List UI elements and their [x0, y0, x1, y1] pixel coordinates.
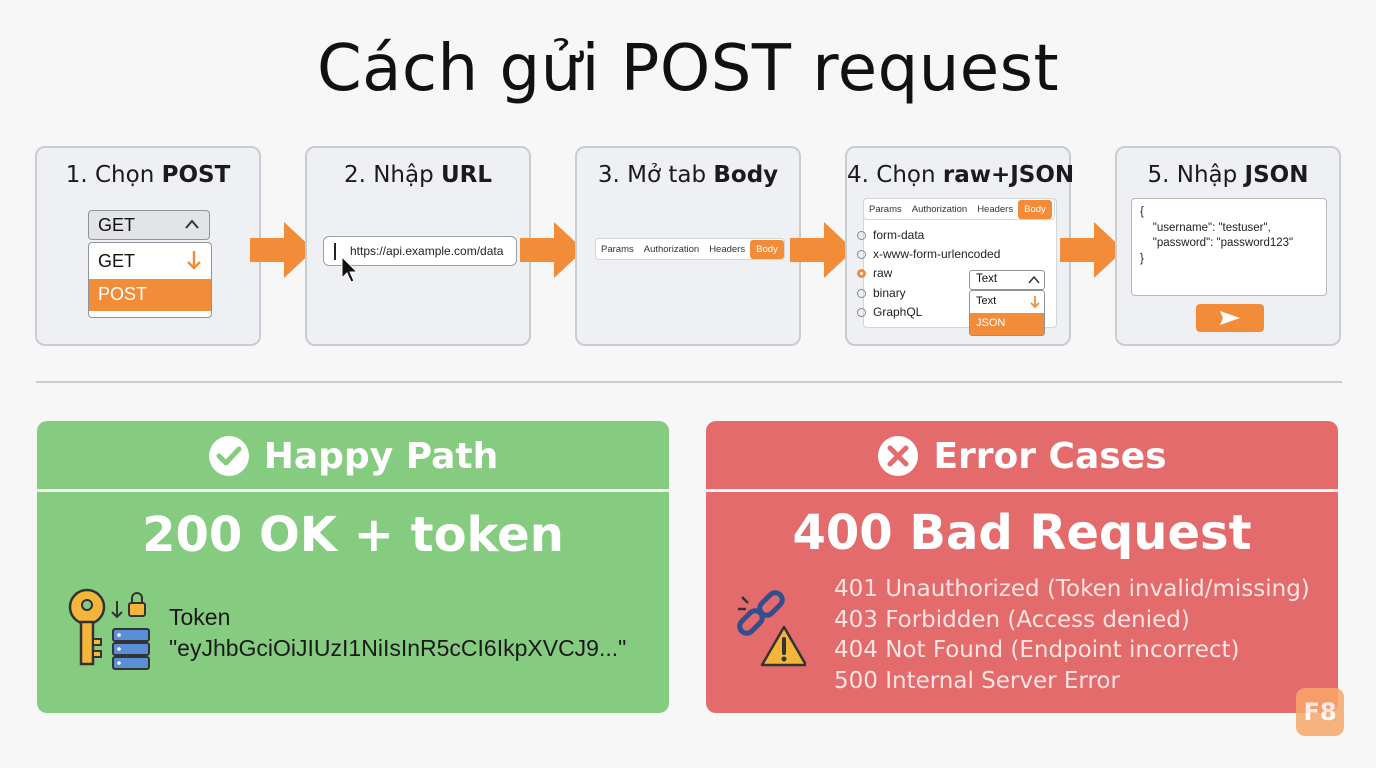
error-item: 403 Forbidden (Access denied)	[834, 606, 1190, 633]
format-option-text[interactable]: Text	[970, 291, 1044, 313]
arrow-right-icon	[790, 222, 854, 278]
check-circle-icon	[208, 436, 249, 476]
format-dropdown-list: Text JSON	[969, 290, 1045, 336]
error-cases-header: Error Cases	[706, 421, 1338, 491]
step-choose-raw-json: 4. Chọn raw+JSON Params Authorization He…	[845, 146, 1075, 346]
mouse-pointer-icon	[341, 256, 359, 283]
step-title: 5. Nhập JSON	[1147, 162, 1309, 188]
arrow-right-icon	[1060, 222, 1124, 278]
error-cases-panel: Error Cases 400 Bad Request 401 Unauthor…	[706, 421, 1338, 713]
radio-raw[interactable]: raw	[857, 266, 892, 280]
radio-icon	[857, 230, 866, 240]
error-list: 401 Unauthorized (Token invalid/missing)…	[834, 574, 1310, 696]
step-enter-json: 5. Nhập JSON { "username": "testuser", "…	[1115, 146, 1341, 346]
step-enter-url: 2. Nhập URL https://api.example.com/data	[305, 146, 531, 346]
arrow-right-icon	[250, 222, 314, 278]
error-item: 401 Unauthorized (Token invalid/missing)	[834, 576, 1310, 602]
radio-icon	[857, 288, 866, 298]
request-tabs: Params Authorization Headers Body	[863, 198, 1055, 220]
page-title: Cách gửi POST request	[316, 32, 1060, 106]
happy-path-header: Happy Path	[37, 421, 669, 491]
radio-graphql[interactable]: GraphQL	[857, 305, 922, 319]
token-value: "eyJhbGciOiJIUzI1NiIsInR5cCI6IkpXVCJ9...…	[169, 635, 627, 661]
tab-params[interactable]: Params	[601, 243, 634, 255]
tab-authorization[interactable]: Authorization	[643, 243, 700, 255]
header-rule	[706, 489, 1338, 492]
send-button[interactable]	[1196, 304, 1264, 332]
method-select[interactable]: GET	[88, 210, 210, 240]
step-select-method: 1. Chọn POST GET GET POST	[35, 146, 261, 346]
step-open-body-tab: 3. Mở tab Body Params Authorization Head…	[575, 146, 801, 346]
section-divider	[36, 381, 1342, 383]
chevron-up-icon	[1028, 275, 1040, 284]
happy-path-panel: Happy Path 200 OK + token Token "eyJhbGc…	[37, 421, 669, 713]
header-rule	[37, 489, 669, 492]
tab-params[interactable]: Params	[869, 203, 902, 215]
arrow-right-icon	[520, 222, 584, 278]
arrow-down-icon	[1030, 296, 1040, 309]
format-option-json[interactable]: JSON	[970, 313, 1044, 335]
x-circle-icon	[878, 436, 919, 476]
token-label: Token	[169, 604, 231, 630]
radio-icon	[857, 307, 866, 317]
radio-urlencoded[interactable]: x-www-form-urlencoded	[857, 247, 1000, 261]
request-tabs: Params Authorization Headers Body	[595, 238, 785, 260]
arrow-down-icon	[187, 251, 201, 270]
json-body-editor[interactable]: { "username": "testuser", "password": "p…	[1131, 198, 1327, 296]
error-status: 400 Bad Request	[792, 505, 1252, 561]
key-server-icon	[68, 588, 150, 670]
radio-selected-icon	[857, 268, 866, 278]
step-title: 1. Chọn POST	[65, 162, 231, 188]
tab-body[interactable]: Body	[1018, 199, 1052, 219]
tab-authorization[interactable]: Authorization	[911, 203, 968, 215]
radio-binary[interactable]: binary	[857, 286, 906, 300]
step-title: 3. Mở tab Body	[597, 162, 779, 188]
method-dropdown-list: GET POST	[88, 242, 212, 318]
broken-link-warning-icon	[737, 590, 806, 667]
tab-headers[interactable]: Headers	[977, 203, 1014, 215]
radio-icon	[857, 249, 866, 259]
url-input[interactable]: https://api.example.com/data	[323, 236, 517, 266]
f8-logo: F8	[1296, 688, 1344, 736]
error-item: 500 Internal Server Error	[834, 667, 1120, 694]
tab-body[interactable]: Body	[750, 239, 784, 259]
tab-headers[interactable]: Headers	[709, 243, 746, 255]
error-item: 404 Not Found (Endpoint incorrect)	[834, 637, 1240, 663]
radio-form-data[interactable]: form-data	[857, 228, 924, 242]
text-caret	[334, 243, 336, 260]
step-title: 2. Nhập URL	[343, 162, 493, 188]
chevron-up-icon	[185, 219, 199, 229]
method-option-post[interactable]: POST	[89, 279, 211, 311]
format-select[interactable]: Text	[969, 270, 1045, 290]
step-title: 4. Chọn raw+JSON	[847, 162, 1075, 188]
happy-status: 200 OK + token	[142, 507, 564, 563]
send-icon	[1220, 311, 1240, 325]
method-option-get[interactable]: GET	[89, 243, 211, 279]
